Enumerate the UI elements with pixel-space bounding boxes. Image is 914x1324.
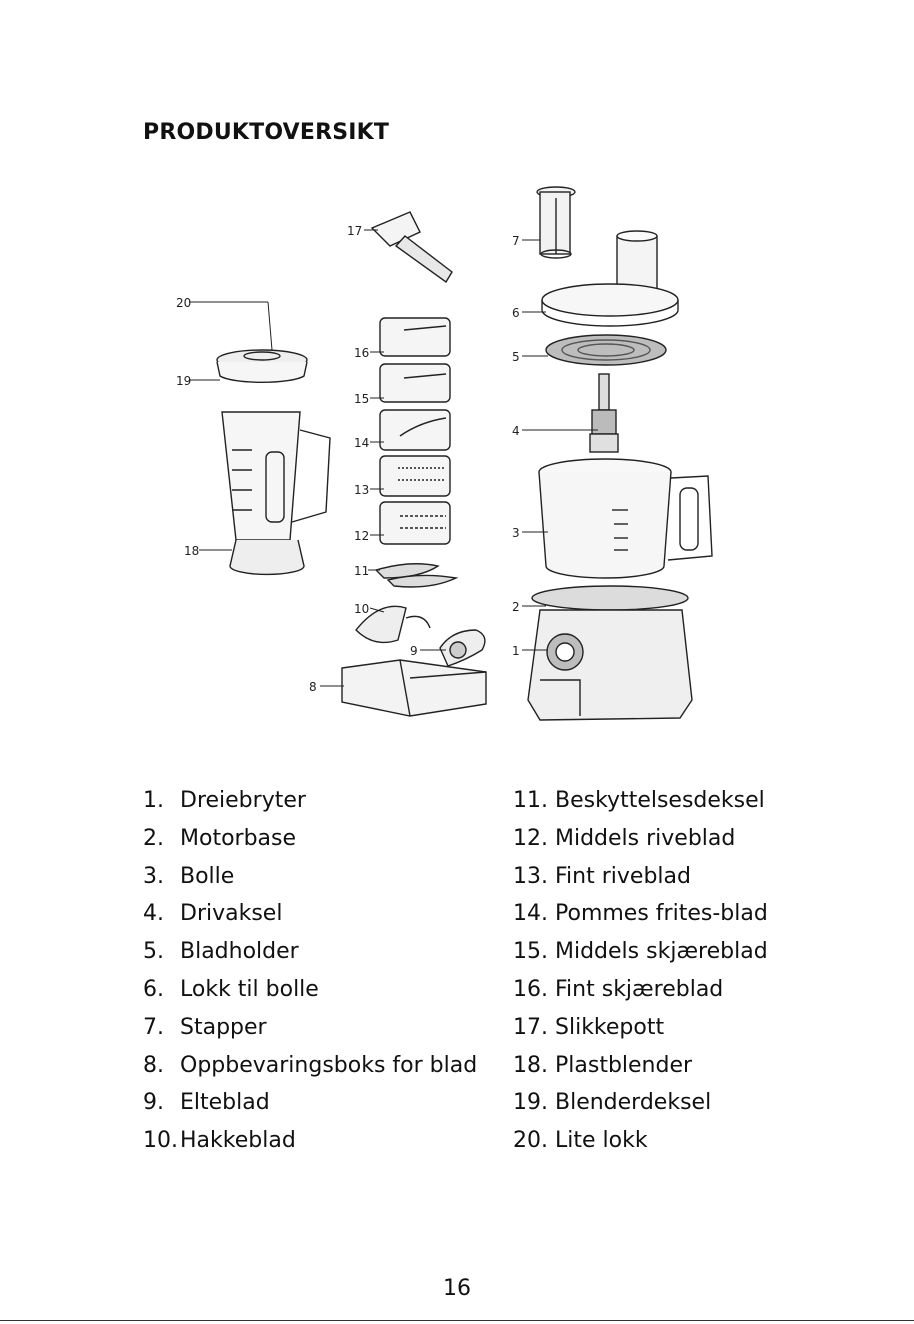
pusher-illustration [536, 186, 576, 259]
list-item: 10.Hakkeblad [143, 1128, 296, 1154]
callout-2: 2 [512, 600, 520, 614]
callout-8: 8 [309, 680, 317, 694]
callout-6: 6 [512, 306, 520, 320]
callout-17: 17 [347, 224, 362, 238]
product-exploded-diagram: 1 2 3 4 5 6 7 8 9 10 11 12 13 14 15 16 1… [176, 186, 713, 721]
blender-jar-illustration [221, 411, 331, 576]
list-item: 19.Blenderdeksel [513, 1090, 712, 1116]
list-item: 14.Pommes frites-blad [513, 901, 768, 927]
callout-3: 3 [512, 526, 520, 540]
storage-box-illustration [341, 659, 487, 717]
callout-20: 20 [176, 296, 191, 310]
callout-10: 10 [354, 602, 369, 616]
bowl-lid-illustration [541, 230, 679, 327]
list-item: 16.Fint skjæreblad [513, 976, 724, 1002]
motor-base-illustration [527, 585, 693, 721]
page-number: 16 [443, 1276, 471, 1301]
list-item: 5.Bladholder [143, 939, 299, 965]
callout-13: 13 [354, 483, 369, 497]
list-item: 4.Drivaksel [143, 901, 283, 927]
list-item: 11.Beskyttelsesdeksel [513, 788, 765, 813]
callout-19: 19 [176, 374, 191, 388]
spatula-illustration [370, 211, 453, 284]
callout-18: 18 [184, 544, 199, 558]
bowl-illustration [538, 458, 713, 579]
callout-12: 12 [354, 529, 369, 543]
callout-5: 5 [512, 350, 520, 364]
callout-15: 15 [354, 392, 369, 406]
list-item: 13.Fint riveblad [513, 863, 691, 889]
page-title: PRODUKTOVERSIKT [143, 120, 390, 145]
list-item: 20.Lite lokk [513, 1128, 648, 1154]
callout-4: 4 [512, 424, 520, 438]
callout-16: 16 [354, 346, 369, 360]
list-item: 9.Elteblad [143, 1090, 270, 1116]
page-bottom-rule [0, 1320, 914, 1321]
kneading-blade-illustration [439, 629, 486, 667]
parts-list-right: 11.Beskyttelsesdeksel 12.Middels rivebla… [513, 782, 768, 1160]
blade-holder-illustration [545, 334, 667, 366]
blender-lid-illustration [216, 349, 308, 384]
list-item: 18.Plastblender [513, 1052, 693, 1078]
list-item: 6.Lokk til bolle [143, 976, 319, 1002]
disc-stack-illustration [379, 317, 451, 545]
chopping-blade-illustration [355, 605, 431, 644]
list-item: 2.Motorbase [143, 825, 297, 851]
list-item: 12.Middels riveblad [513, 825, 736, 851]
list-item: 15.Middels skjæreblad [513, 939, 768, 965]
list-item: 17.Slikkepott [513, 1014, 665, 1040]
callout-9: 9 [410, 644, 418, 658]
list-item: 7.Stapper [143, 1014, 267, 1040]
parts-list-left: 1.Dreiebryter 2.Motorbase 3.Bolle 4.Driv… [143, 782, 477, 1160]
list-item: 8.Oppbevaringsboks for blad [143, 1052, 478, 1078]
callout-7: 7 [512, 234, 520, 248]
callout-14: 14 [354, 436, 369, 450]
list-item: 1.Dreiebryter [143, 788, 306, 813]
list-item: 3.Bolle [143, 863, 235, 889]
callout-11: 11 [354, 564, 369, 578]
callout-1: 1 [512, 644, 520, 658]
drive-shaft-illustration [589, 373, 619, 453]
